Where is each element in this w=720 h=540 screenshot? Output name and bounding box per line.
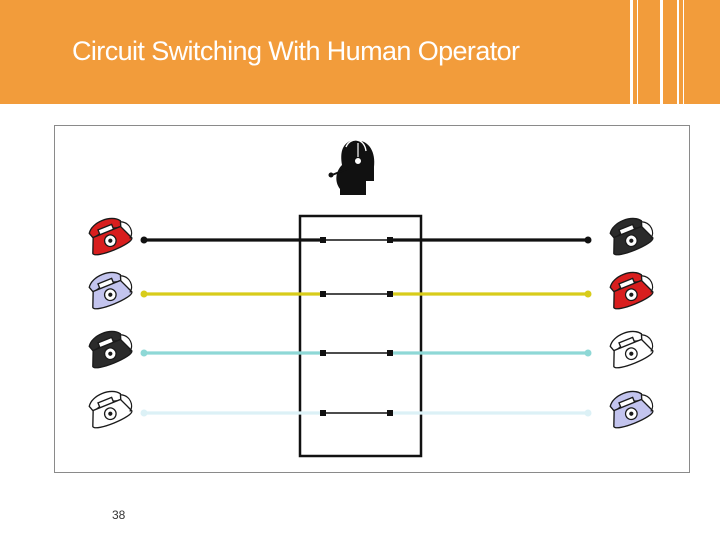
header-stripe [630, 0, 633, 104]
switch-jack [320, 410, 326, 416]
switch-jack [387, 410, 393, 416]
circuit-line [140, 349, 592, 357]
page-number: 38 [112, 508, 126, 522]
endpoint-dot [140, 236, 148, 244]
switch-jack [387, 291, 393, 297]
telephone-icon [603, 211, 658, 259]
endpoint-dot [584, 349, 592, 357]
operator-headset-icon [328, 139, 376, 195]
header-stripe [683, 0, 684, 104]
header-stripe [677, 0, 679, 104]
endpoint-dot [140, 290, 148, 298]
endpoint-dot [584, 409, 592, 417]
circuit-line [140, 290, 592, 298]
telephone-icon [603, 265, 658, 313]
switch-jack [320, 350, 326, 356]
slide-title: Circuit Switching With Human Operator [72, 36, 520, 66]
endpoint-dot [584, 290, 592, 298]
telephone-icon [82, 265, 137, 313]
diagram-frame [54, 125, 690, 473]
switch-jack [387, 350, 393, 356]
circuit-line [140, 409, 592, 417]
circuit-line [140, 236, 592, 244]
telephone-icon [82, 324, 137, 372]
telephone-icon [82, 211, 137, 259]
switchboard [298, 214, 423, 458]
telephone-icon [603, 384, 658, 432]
header-stripe [660, 0, 663, 104]
switch-jack [320, 291, 326, 297]
telephone-icon [603, 324, 658, 372]
switch-jack [320, 237, 326, 243]
title-bar: Circuit Switching With Human Operator [0, 0, 720, 104]
endpoint-dot [584, 236, 592, 244]
telephone-icon [82, 384, 137, 432]
endpoint-dot [140, 409, 148, 417]
header-stripe [637, 0, 638, 104]
switch-jack [387, 237, 393, 243]
endpoint-dot [140, 349, 148, 357]
